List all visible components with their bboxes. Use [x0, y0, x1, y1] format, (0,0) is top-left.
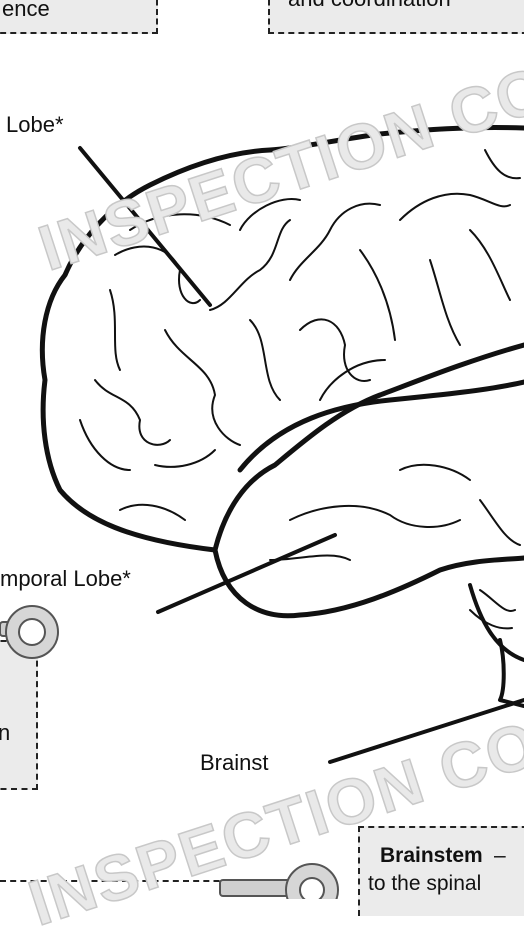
label-frontal-lobe: Lobe*: [6, 112, 64, 138]
label-temporal-lobe: mporal Lobe*: [0, 566, 131, 592]
label-brainstem: Brainst: [200, 750, 268, 776]
